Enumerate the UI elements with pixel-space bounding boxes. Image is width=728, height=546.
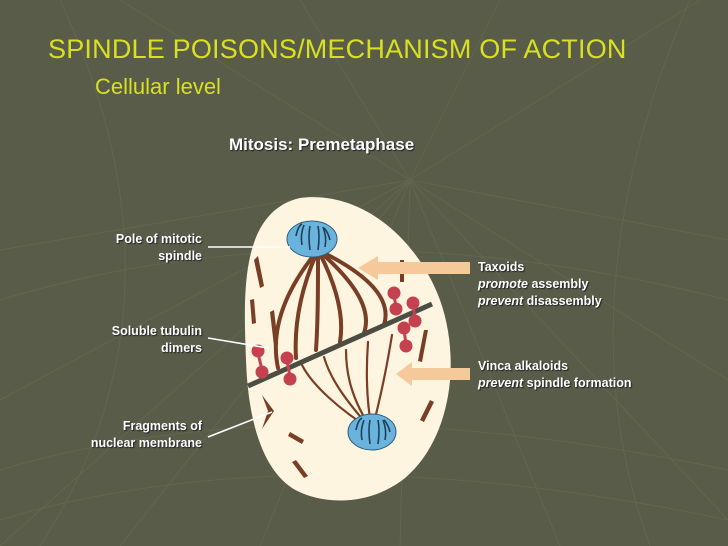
fragments-label-line2: nuclear membrane xyxy=(90,436,202,450)
plate-line xyxy=(246,301,434,389)
pole-label-line1: Pole of mitotic xyxy=(115,232,202,246)
mitotic-spindle xyxy=(273,248,388,370)
slide-title: SPINDLE POISONS/MECHANISM OF ACTION xyxy=(48,34,627,64)
vinca-name: Vinca alkaloids xyxy=(478,359,569,373)
tubulin-label-line2: dimers xyxy=(161,341,202,355)
tubulin-dimers xyxy=(251,286,422,386)
fragments-label: Fragments of nuclear membrane xyxy=(70,418,202,452)
vinca-label: Vinca alkaloids prevent spindle formatio… xyxy=(478,358,632,392)
vinca-line2: prevent spindle formation xyxy=(478,376,632,390)
pole-label-line2: spindle xyxy=(158,249,202,263)
taxoids-label: Taxoids promote assembly prevent disasse… xyxy=(478,259,602,310)
vinca-arrow xyxy=(396,362,470,386)
tubulin-label-line1: Soluble tubulin xyxy=(111,324,202,338)
pole-label: Pole of mitotic spindle xyxy=(96,231,202,265)
fragments-label-line1: Fragments of xyxy=(122,419,202,433)
centrosome-top xyxy=(286,220,338,258)
tubulin-label: Soluble tubulin dimers xyxy=(96,323,202,357)
taxoids-line3: prevent disassembly xyxy=(478,294,602,308)
nuclear-membrane-fragments xyxy=(250,256,434,478)
slide-subtitle: Cellular level xyxy=(95,74,221,99)
taxoids-line2: promote assembly xyxy=(478,277,589,291)
taxoids-arrow xyxy=(358,256,470,280)
taxoids-name: Taxoids xyxy=(478,260,525,274)
centrosome-bottom xyxy=(347,413,397,451)
leader-lines xyxy=(207,246,290,438)
diagram-title: Mitosis: Premetaphase xyxy=(229,135,415,154)
